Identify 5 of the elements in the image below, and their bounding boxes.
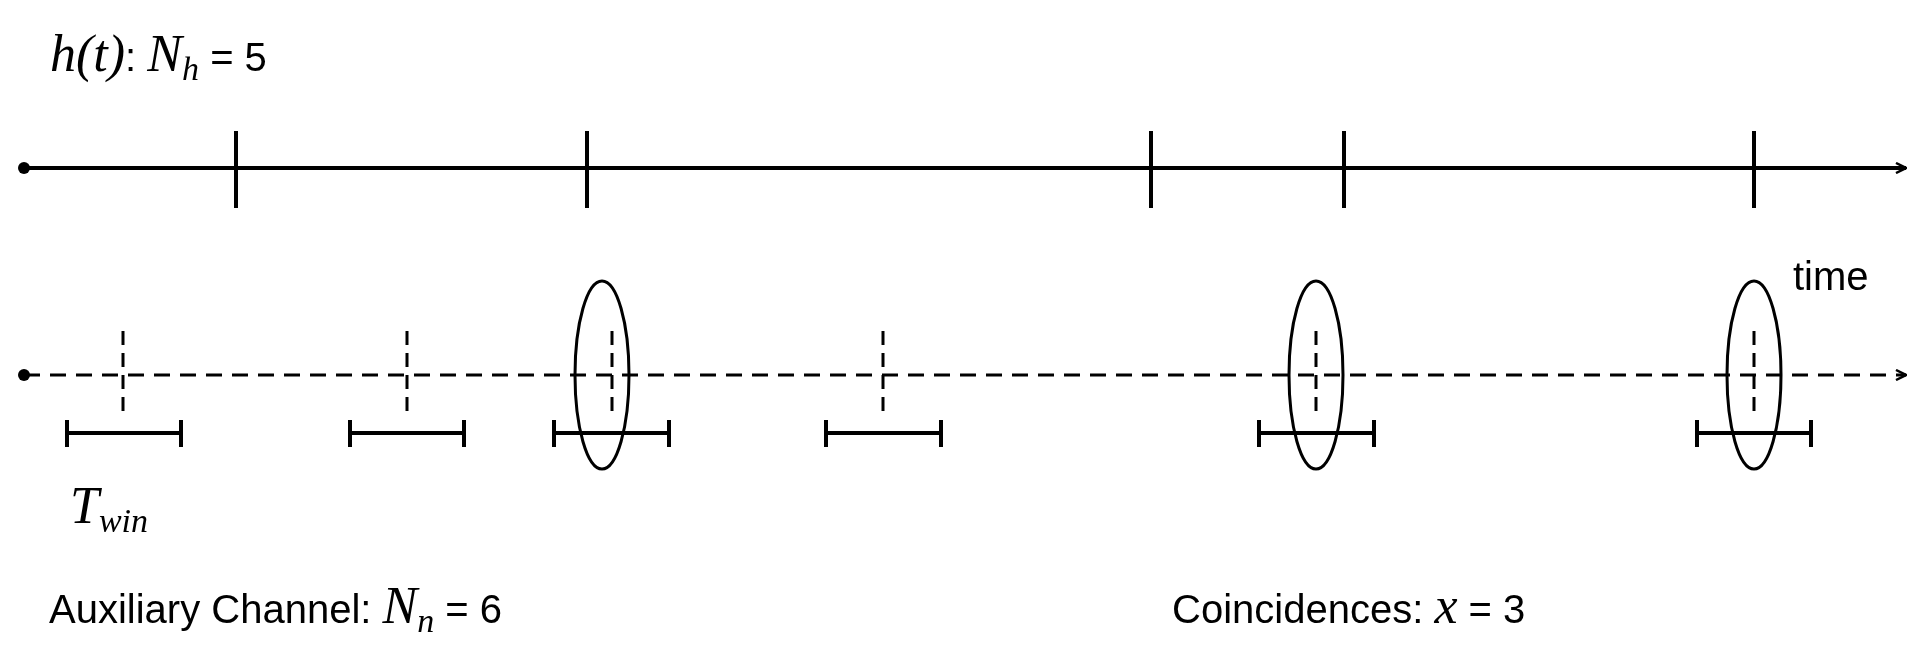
equation-label: Auxiliary Channel: N$_{n}$ = 6 xyxy=(49,580,503,638)
equation-label: Coincidences: x = 3 xyxy=(1172,580,1526,632)
window-label: T$_{win}$ xyxy=(70,480,149,538)
axis-label: time xyxy=(1793,256,1869,296)
equation-label: h(t): N$_{h}$ = 5 xyxy=(50,28,267,86)
